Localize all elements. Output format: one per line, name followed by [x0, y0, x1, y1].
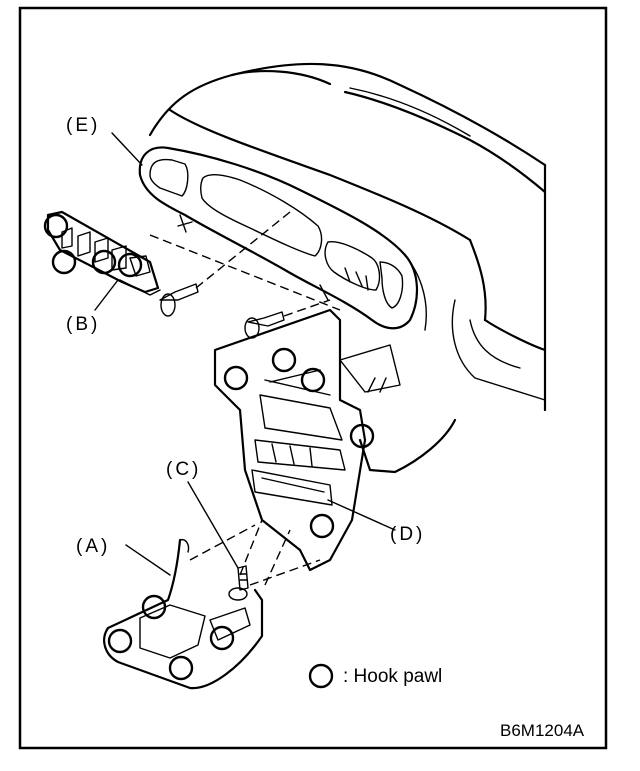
lower-console-a: [103, 519, 321, 690]
hook-pawl-marker: [223, 365, 249, 391]
label-b: (B): [66, 314, 100, 335]
hook-pawl-marker: [117, 252, 143, 278]
hook-pawl-marker: [141, 594, 167, 620]
hook-pawl-marker: [51, 249, 77, 275]
leader-lines: [94, 132, 396, 576]
label-a: (A): [76, 536, 110, 557]
label-e: (E): [66, 115, 100, 136]
legend-hook-pawl-icon: [308, 663, 334, 689]
hook-pawls: [43, 213, 375, 681]
upper-screws: [149, 211, 341, 339]
hook-pawl-marker: [309, 513, 335, 539]
dashboard-body: [148, 62, 547, 474]
label-d: (D): [390, 524, 425, 545]
clip-c: [228, 565, 249, 601]
hook-pawl-marker: [300, 367, 326, 393]
hook-pawl-marker: [107, 628, 133, 654]
figure-frame: [18, 6, 608, 750]
hook-pawl-marker: [43, 213, 69, 239]
hook-pawl-marker: [271, 347, 297, 373]
meter-visor-e: [138, 146, 419, 330]
switch-panel-b: [46, 210, 161, 296]
hook-pawl-marker: [209, 625, 235, 651]
figure-code: B6M1204A: [500, 721, 585, 740]
legend-text: : Hook pawl: [343, 666, 442, 687]
hook-pawl-marker: [168, 655, 194, 681]
label-c: (C): [166, 459, 201, 480]
center-panel-d: [213, 308, 367, 572]
hook-pawl-marker: [349, 423, 375, 449]
hook-pawl-marker: [91, 249, 117, 275]
